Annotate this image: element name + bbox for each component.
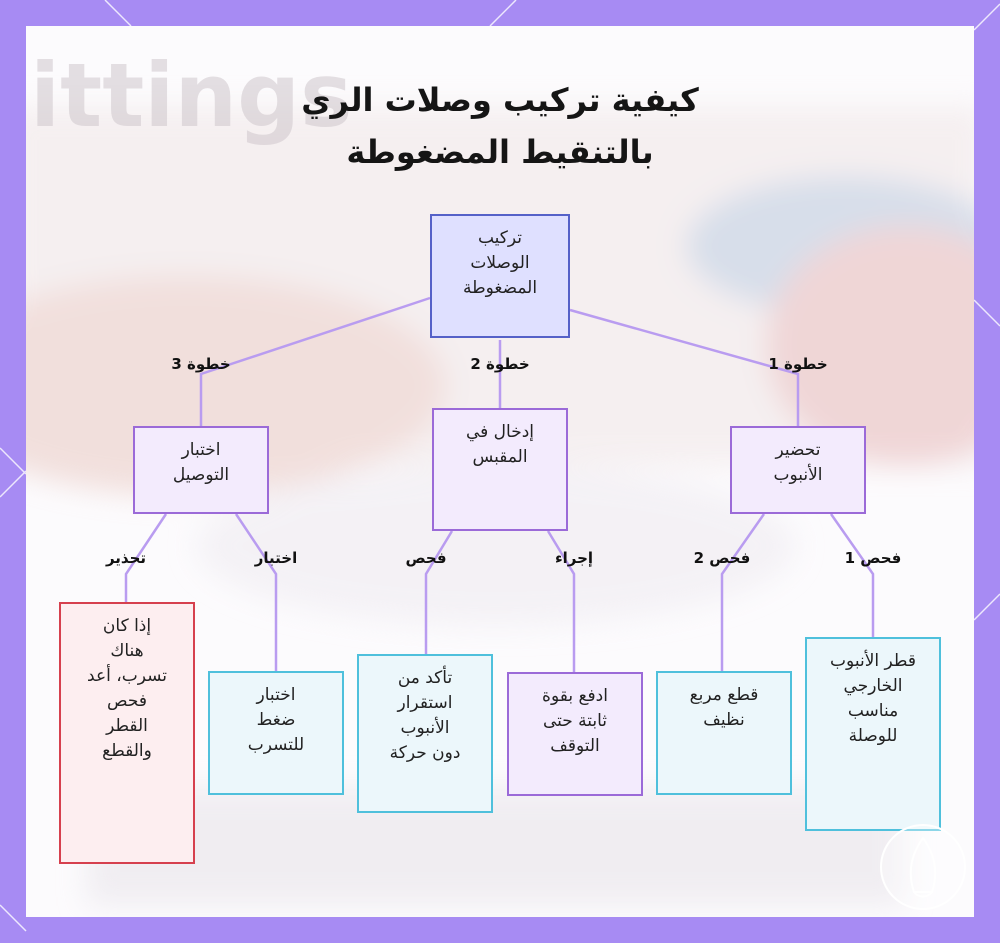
edge-label-step3: خطوة 3 — [171, 355, 231, 373]
diagram-panel: ittings كيفية تركيب وصلات الري بالتنقيط … — [26, 26, 974, 917]
edge-step2-push — [546, 530, 576, 672]
edge-step3-test — [234, 513, 278, 671]
edge-label-warning: تحذير — [105, 549, 147, 567]
edge-root-step1 — [569, 308, 800, 426]
edge-label-verify: فحص — [405, 549, 447, 567]
title-line-1: كيفية تركيب وصلات الري — [301, 81, 699, 119]
edge-step1-check2 — [720, 513, 766, 671]
edge-step3-warning — [124, 513, 168, 602]
flowchart-edges — [124, 296, 875, 672]
edge-step2-verify — [424, 530, 454, 654]
watermark-text: ittings — [30, 44, 352, 147]
edge-root-step3 — [199, 296, 431, 426]
title-line-2: بالتنقيط المضغوطة — [346, 133, 654, 171]
page-title: كيفية تركيب وصلات الري بالتنقيط المضغوطة — [26, 74, 974, 178]
edge-label-step1: خطوة 1 — [768, 355, 828, 373]
edge-label-push: إجراء — [554, 549, 594, 567]
logo-icon — [880, 824, 966, 910]
edge-step1-check1 — [829, 513, 875, 637]
edge-label-step2: خطوة 2 — [470, 355, 530, 373]
edge-label-check2: فحص 2 — [693, 549, 751, 567]
edge-label-check1: فحص 1 — [844, 549, 902, 567]
edge-label-test: اختبار — [254, 549, 298, 567]
